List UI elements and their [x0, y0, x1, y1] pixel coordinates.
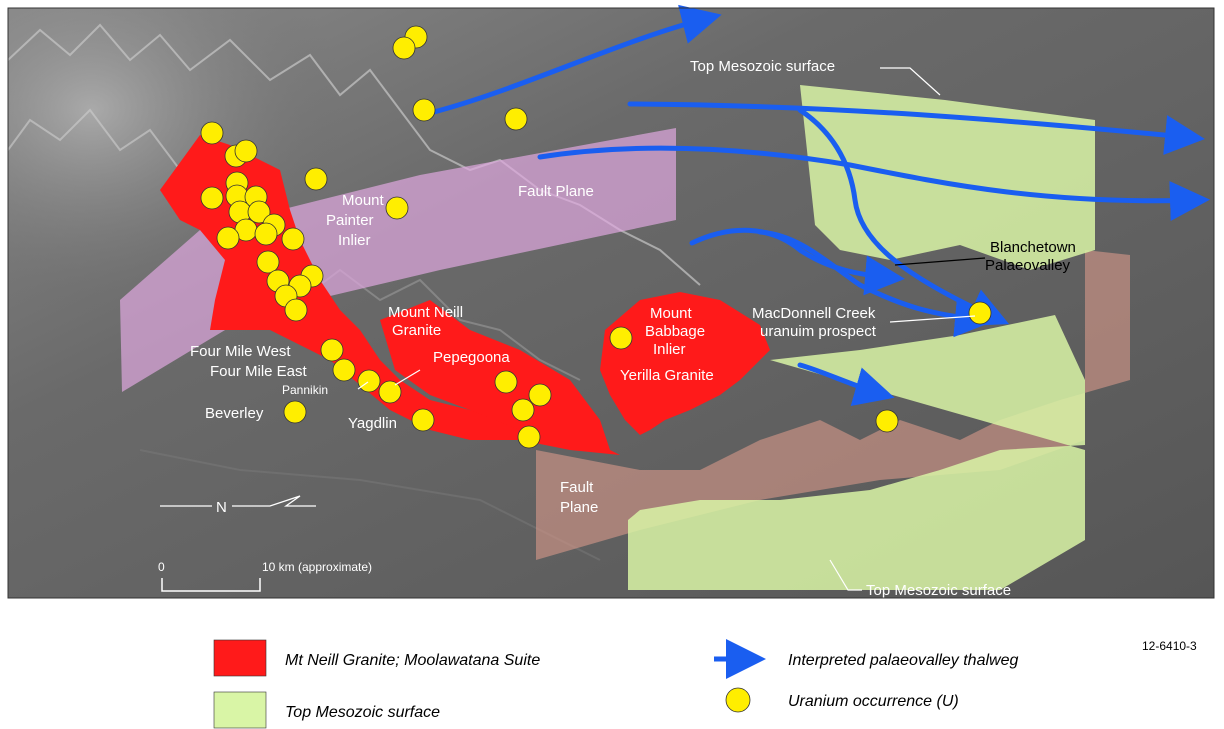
- uranium-occurrence-marker: [494, 370, 518, 394]
- uranium-occurrence-marker: [256, 250, 280, 274]
- uranium-occurrence-marker: [528, 383, 552, 407]
- label-macdonnell-2: uranuim prospect: [760, 323, 877, 340]
- figure-id: 12-6410-3: [1142, 639, 1197, 653]
- thalweg-arrow: [797, 362, 895, 406]
- uranium-occurrence-marker: [392, 36, 416, 60]
- uranium-occurrence-marker: [411, 408, 435, 432]
- uranium-occurrence-marker: [254, 222, 278, 246]
- label-mount-neill-2: Granite: [392, 322, 441, 339]
- uranium-occurrence-marker: [304, 167, 328, 191]
- label-mount-babbage-3: Inlier: [653, 341, 686, 358]
- uranium-occurrence-marker: [875, 409, 899, 433]
- thalweg-arrow: [537, 145, 1210, 221]
- mesozoic-surface-south: [628, 315, 1085, 590]
- scale-bar-start-label: 0: [158, 560, 165, 574]
- thalweg-arrow: [797, 107, 1010, 326]
- label-macdonnell-1: MacDonnell Creek: [752, 305, 876, 322]
- label-top-mesozoic-south: Top Mesozoic surface: [866, 582, 1011, 599]
- scale-bar-end-label: 10 km (approximate): [262, 560, 372, 574]
- label-fault-plane-north: Fault Plane: [518, 183, 594, 200]
- label-pannikin: Pannikin: [282, 383, 328, 397]
- north-arrow-label: N: [216, 499, 227, 516]
- uranium-occurrence-marker: [504, 107, 528, 131]
- legend-swatch-granite: [213, 639, 267, 677]
- callout-line: [880, 67, 941, 96]
- legend-label-thalweg: Interpreted palaeovalley thalweg: [788, 652, 1018, 669]
- label-fault-plane-south-1: Fault: [560, 479, 594, 496]
- callout-lines: [357, 67, 986, 591]
- callout-line: [357, 381, 369, 390]
- uranium-occurrence-marker: [511, 398, 535, 422]
- callout-line: [889, 315, 976, 323]
- label-mount-babbage-1: Mount: [650, 305, 693, 322]
- legend-uranium-icon: [725, 687, 751, 713]
- callout-line: [394, 369, 421, 386]
- uranium-occurrence-marker: [284, 298, 308, 322]
- label-mount-neill-1: Mount Neill: [388, 304, 463, 321]
- uranium-occurrence-marker: [332, 358, 356, 382]
- uranium-occurrence-marker: [247, 200, 271, 224]
- uranium-occurrence-marker: [200, 121, 224, 145]
- map-frame: [7, 7, 1215, 599]
- label-pepegoona: Pepegoona: [433, 349, 510, 366]
- uranium-occurrence-marker: [517, 425, 541, 449]
- uranium-occurrence-marker: [412, 98, 436, 122]
- north-arrow-head: [232, 495, 316, 507]
- uranium-occurrence-marker: [968, 301, 992, 325]
- label-yerilla-granite: Yerilla Granite: [620, 367, 714, 384]
- uranium-occurrence-marker: [234, 139, 258, 163]
- label-beverley: Beverley: [205, 405, 264, 422]
- uranium-occurrence-marker: [385, 196, 409, 220]
- thalweg-arrow: [757, 229, 995, 338]
- label-blanchetown-2: Palaeovalley: [985, 257, 1071, 274]
- uranium-occurrence-marker: [216, 226, 240, 250]
- uranium-occurrence-layer: [200, 25, 992, 449]
- label-blanchetown-1: Blanchetown: [990, 239, 1076, 256]
- uranium-occurrence-marker: [283, 400, 307, 424]
- fault-plane-south: [536, 250, 1130, 560]
- callout-line: [829, 559, 862, 591]
- legend: Mt Neill Granite; Moolawatana Suite Top …: [213, 639, 1018, 729]
- legend-label-granite: Mt Neill Granite; Moolawatana Suite: [285, 652, 540, 669]
- mesozoic-surface-north: [800, 85, 1095, 270]
- label-mount-babbage-2: Babbage: [645, 323, 705, 340]
- scale-bar-line: [161, 578, 261, 592]
- uranium-occurrence-marker: [320, 338, 344, 362]
- legend-label-uranium: Uranium occurrence (U): [788, 693, 959, 710]
- label-four-mile-west: Four Mile West: [190, 343, 291, 360]
- callout-line: [894, 257, 986, 266]
- terrain-ridge: [139, 449, 601, 561]
- uranium-occurrence-marker: [200, 186, 224, 210]
- terrain-ridge: [7, 108, 211, 172]
- legend-swatch-mesozoic: [213, 691, 267, 729]
- thalweg-arrow: [627, 101, 1205, 155]
- uranium-occurrence-marker: [357, 369, 381, 393]
- thalweg-arrow: [427, 4, 722, 116]
- uranium-occurrence-marker: [609, 326, 633, 350]
- label-mount-painter-1: Mount: [342, 192, 385, 209]
- label-top-mesozoic-north: Top Mesozoic surface: [690, 58, 835, 75]
- label-yagdlin: Yagdlin: [348, 415, 397, 432]
- north-arrow-icon: N: [160, 495, 316, 516]
- yerilla-granite: [600, 292, 770, 435]
- mount-neill-granite-east: [380, 300, 610, 450]
- label-mount-painter-2: Painter: [326, 212, 374, 229]
- scale-bar: 0 10 km (approximate): [158, 560, 372, 592]
- uranium-occurrence-marker: [378, 380, 402, 404]
- fault-plane-north: [120, 128, 676, 392]
- uranium-occurrence-marker: [281, 227, 305, 251]
- legend-label-mesozoic: Top Mesozoic surface: [285, 704, 440, 721]
- label-fault-plane-south-2: Plane: [560, 499, 598, 516]
- label-four-mile-east: Four Mile East: [210, 363, 308, 380]
- fault-plane-layer: [120, 128, 1130, 560]
- thalweg-arrow: [689, 227, 905, 296]
- label-mount-painter-3: Inlier: [338, 232, 371, 249]
- map-labels: Top Mesozoic surface Fault Plane Fault P…: [190, 58, 1076, 599]
- thalweg-layer: [427, 4, 1210, 406]
- mesozoic-layer: [628, 85, 1095, 590]
